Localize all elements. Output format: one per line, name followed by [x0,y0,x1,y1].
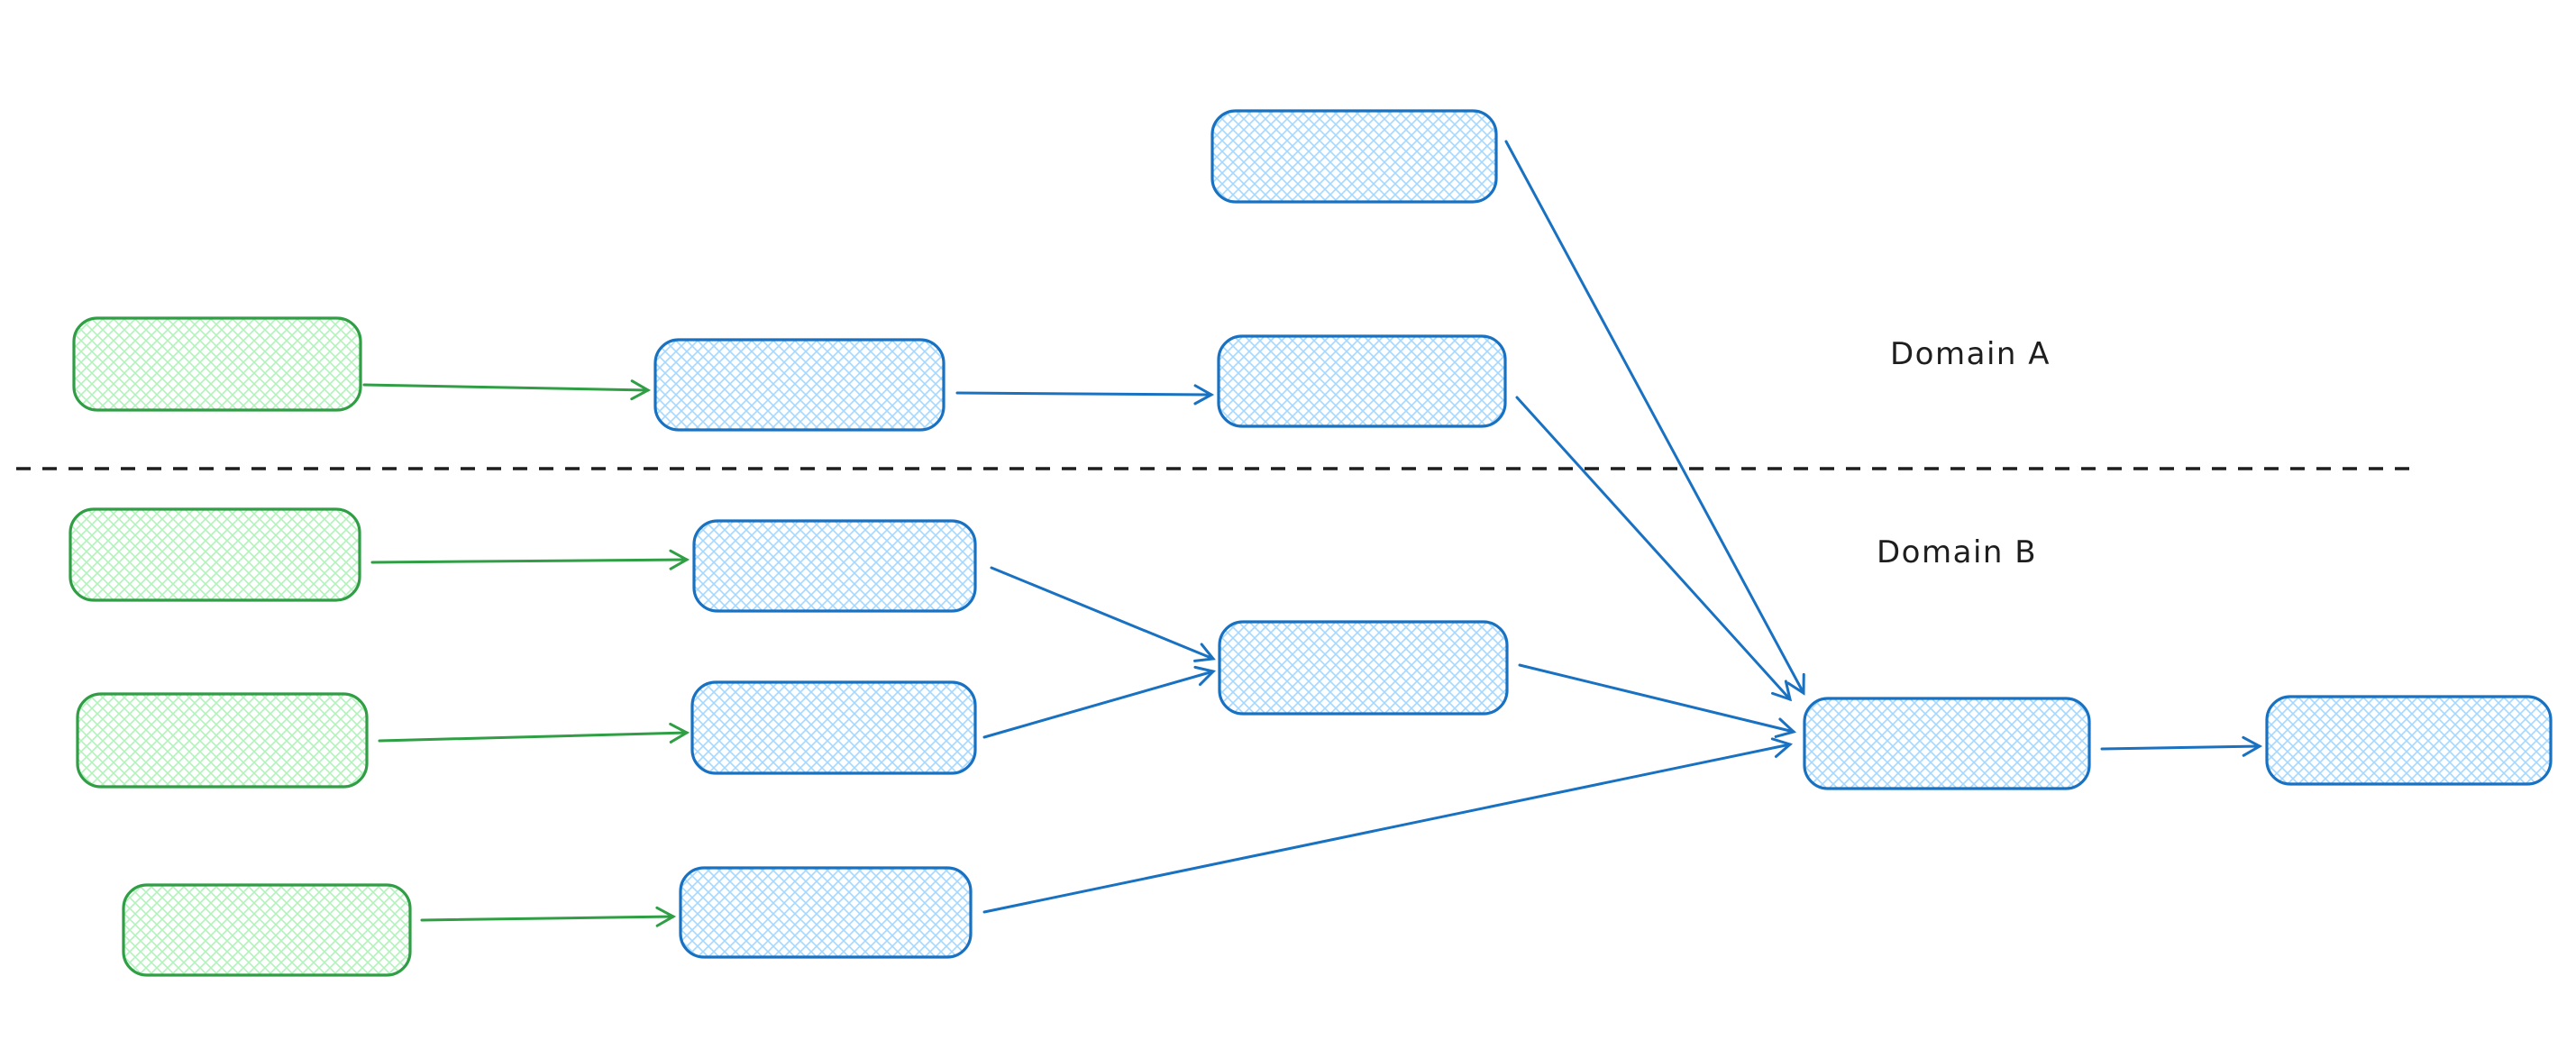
node-stage2-a[interactable] [1217,334,1507,428]
arrow-source-b3-to-stage1-b3 [420,906,677,927]
node-source-b2[interactable] [76,692,369,789]
arrow-merge-to-output [2100,735,2263,757]
arrow-stage1-b1-to-aggregator [990,566,1216,662]
arrow-stage1-b3-to-merge [982,737,1794,914]
arrow-stage1-a-to-stage2-a [955,384,1215,406]
node-stage1-b3[interactable] [679,866,973,959]
nodes-layer [69,109,2553,977]
node-aggregator-b[interactable] [1218,620,1509,716]
labels-layer: Domain A Domain B [1877,336,2051,570]
node-merge[interactable] [1803,697,2091,790]
node-stage1-a[interactable] [653,338,945,432]
node-source-b3[interactable] [122,883,412,977]
arrow-detached-a-to-merge [1504,140,1805,696]
arrow-source-b1-to-stage1-b1 [370,549,690,570]
arrow-aggregator-to-merge [1518,663,1797,738]
node-detached-a[interactable] [1210,109,1498,204]
node-stage1-b2[interactable] [690,680,977,775]
arrow-stage1-b2-to-aggregator [982,665,1216,739]
node-source-b1[interactable] [69,507,361,602]
arrow-source-b2-to-stage1-b2 [378,722,690,743]
node-source-a[interactable] [72,316,362,412]
arrow-source-a-to-stage1-a [362,379,652,401]
node-output[interactable] [2265,695,2553,786]
node-stage1-b1[interactable] [692,519,977,613]
arrow-stage2-a-to-merge [1515,396,1793,702]
label-domain-a[interactable]: Domain A [1890,336,2051,372]
label-domain-b[interactable]: Domain B [1877,534,2037,570]
edges-layer [362,140,2263,927]
